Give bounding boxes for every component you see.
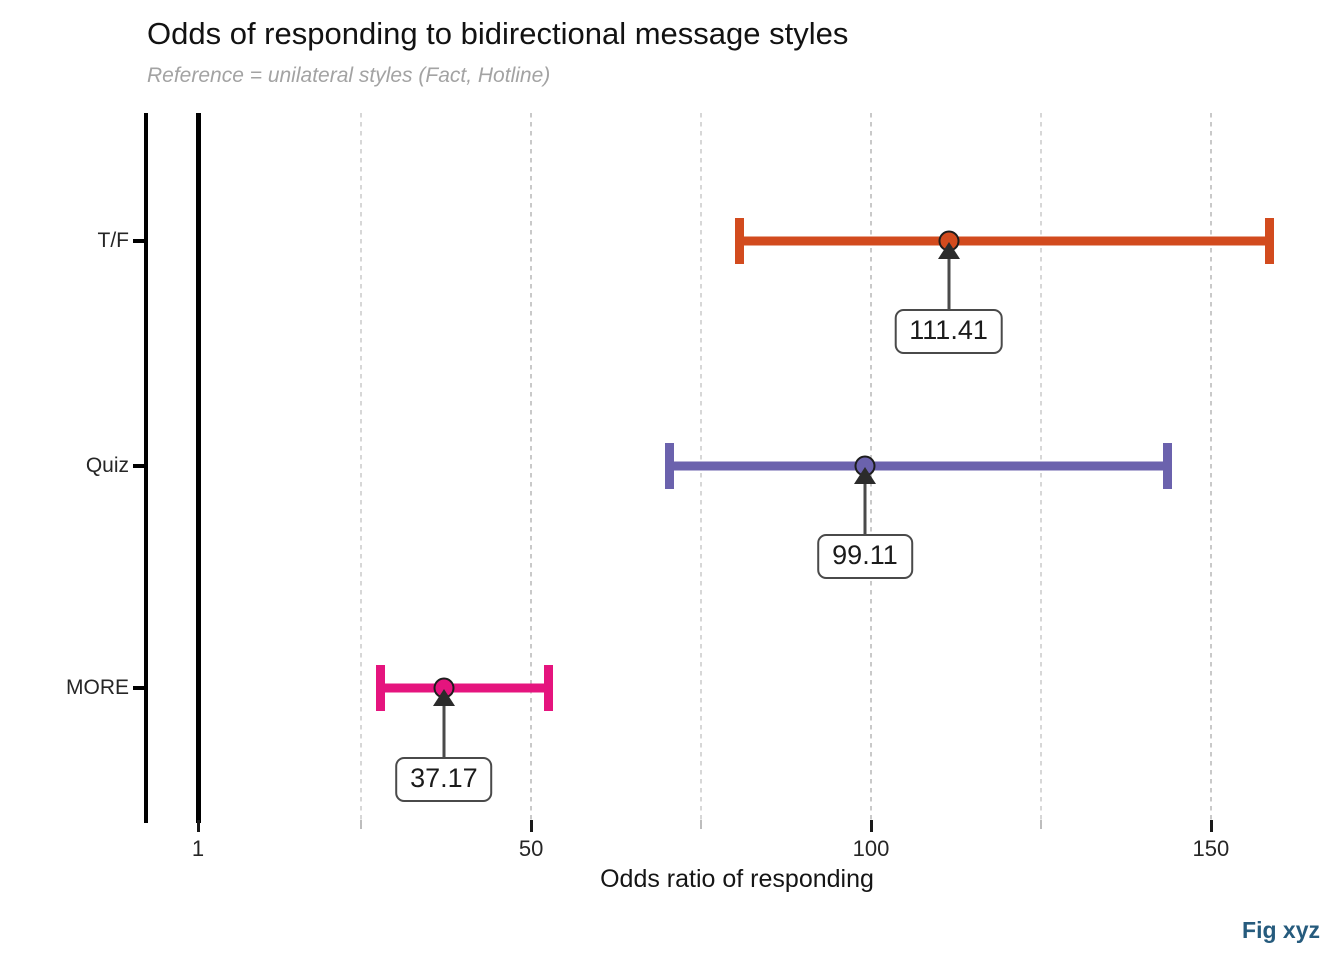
x-axis-tick-label-1: 1 <box>191 836 205 861</box>
gridline-minor <box>360 113 363 820</box>
callout-arrowhead-icon <box>853 467 876 484</box>
x-axis-title: Odds ratio of responding <box>0 865 1344 894</box>
chart-title: Odds of responding to bidirectional mess… <box>147 16 849 51</box>
error-bar-quiz <box>665 461 1173 471</box>
error-bar-cap-upper <box>1163 443 1173 489</box>
error-bar-cap-upper <box>1265 218 1275 264</box>
gridline-major <box>530 113 533 820</box>
y-axis-tick-label-quiz: Quiz <box>85 454 129 477</box>
y-axis-tick <box>133 686 145 690</box>
x-axis-minor-tick <box>700 820 703 829</box>
error-bar-t-f <box>735 236 1275 246</box>
callout-arrowhead-icon <box>432 689 455 706</box>
callout-arrowhead-icon <box>937 242 960 259</box>
x-axis-tick <box>197 820 200 832</box>
x-axis-tick-label-50: 50 <box>518 836 544 861</box>
y-axis-tick-label-t-f: T/F <box>97 229 130 252</box>
x-axis-tick <box>530 820 534 832</box>
error-bar-more <box>376 683 553 693</box>
error-bar-cap-lower <box>665 443 675 489</box>
error-bar-cap-lower <box>735 218 745 264</box>
callout-leader-line <box>442 692 446 757</box>
y-axis-tick <box>133 464 145 468</box>
x-axis-tick <box>870 820 873 832</box>
y-axis-tick-label-more: MORE <box>66 676 129 699</box>
gridline-major <box>1209 113 1212 820</box>
x-axis-tick-label-150: 150 <box>1192 836 1230 861</box>
value-label-quiz: 99.11 <box>817 534 913 580</box>
value-label-t-f: 111.41 <box>894 309 1003 355</box>
x-axis-title-text: Odds ratio of responding <box>600 865 874 893</box>
value-label-more: 37.17 <box>395 757 493 803</box>
reference-line <box>196 113 201 823</box>
x-axis-tick-label-100: 100 <box>852 836 890 861</box>
y-axis-line <box>144 113 148 823</box>
callout-leader-line <box>863 470 867 534</box>
x-axis-tick <box>1209 820 1213 832</box>
chart-subtitle: Reference = unilateral styles (Fact, Hot… <box>147 64 551 87</box>
callout-leader-line <box>947 245 951 309</box>
x-axis-minor-tick <box>1039 820 1042 829</box>
figure-caption: Fig xyz <box>1242 917 1320 943</box>
error-bar-cap-upper <box>543 665 553 711</box>
x-axis-minor-tick <box>360 820 363 829</box>
error-bar-cap-lower <box>376 665 386 711</box>
y-axis-tick <box>133 239 145 243</box>
